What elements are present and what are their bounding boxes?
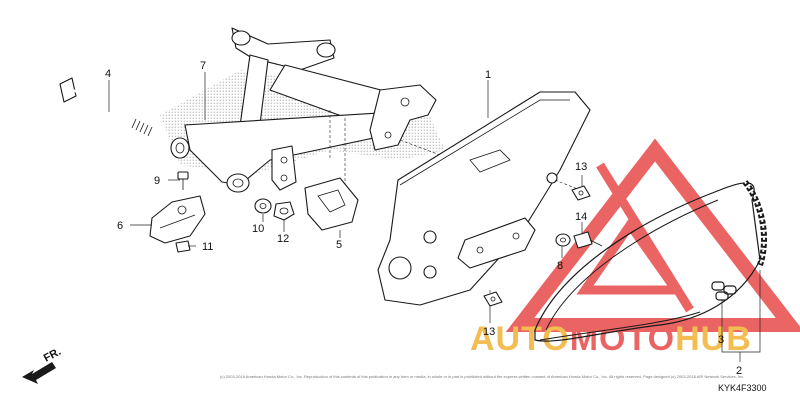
- front-direction-arrow: FR.: [22, 346, 63, 384]
- bolt-11[interactable]: [175, 240, 191, 253]
- swingarm-axle-plate: [369, 84, 437, 151]
- leader-lines: [108, 72, 761, 362]
- drive-chain-loop-inner: [545, 199, 719, 331]
- chain-master-link[interactable]: [711, 281, 737, 301]
- callout-13-lower: 13: [483, 326, 495, 338]
- washer-10[interactable]: [254, 198, 272, 214]
- swingarm[interactable]: [160, 27, 481, 193]
- pivot-bolt[interactable]: [59, 77, 153, 137]
- arrow-icon: [22, 362, 56, 384]
- callout-5: 5: [336, 239, 342, 251]
- callout-labels: 1 2 3 4 5 6 7 8 9 10 11 12 13 13 14: [105, 60, 742, 377]
- direction-label: FR.: [42, 346, 63, 365]
- callout-12: 12: [277, 233, 289, 245]
- callout-9: 9: [154, 175, 160, 187]
- callout-11: 11: [202, 241, 213, 253]
- chain-case-lower-plate: [457, 217, 536, 269]
- svg-text:AUTOMOTOHUB: AUTOMOTOHUB: [470, 320, 752, 358]
- watermark-text-moto: MOTO: [570, 320, 675, 358]
- watermark-slash: [596, 162, 694, 313]
- chain-case-hole-large: [388, 256, 412, 280]
- copyright-text: (c) 2003-2018 American Honda Motor Co., …: [220, 374, 744, 379]
- bolt-13-upper[interactable]: [571, 185, 591, 201]
- bolt-13-lower[interactable]: [483, 291, 503, 307]
- watermark-text-auto: AUTO: [470, 320, 570, 358]
- callout-4: 4: [105, 68, 111, 80]
- drawing-code: KYK4F3300: [718, 383, 767, 393]
- bolt-9[interactable]: [177, 171, 189, 190]
- chain-case[interactable]: [377, 91, 591, 306]
- callout-14: 14: [575, 211, 587, 223]
- swingarm-pivot-tube: [231, 27, 335, 71]
- swingarm-cross-tube-end: [170, 137, 190, 159]
- swingarm-lower-bushing: [226, 173, 250, 193]
- callout-10: 10: [252, 223, 264, 235]
- swingarm-bracket: [271, 145, 297, 191]
- bolt-8[interactable]: [573, 231, 603, 249]
- chain-slider-plate[interactable]: [304, 177, 359, 231]
- washer-14[interactable]: [555, 233, 571, 247]
- callout-6: 6: [117, 220, 123, 232]
- callout-1: 1: [485, 69, 491, 81]
- drive-chain-loop-outer: [534, 182, 761, 342]
- chain-case-body: [377, 91, 591, 306]
- pivot-bolt-thread: [131, 118, 153, 137]
- callout-7: 7: [200, 60, 206, 72]
- watermark: AUTOMOTOHUB: [470, 138, 800, 358]
- callout-2: 2: [736, 365, 742, 377]
- callout-3: 3: [718, 334, 724, 346]
- callout-8: 8: [557, 260, 563, 272]
- chain-adjuster[interactable]: [149, 195, 206, 244]
- nut-12[interactable]: [273, 201, 295, 221]
- drive-chain[interactable]: [534, 180, 768, 342]
- callout-13-upper: 13: [575, 161, 587, 173]
- drive-chain-links: [742, 180, 768, 266]
